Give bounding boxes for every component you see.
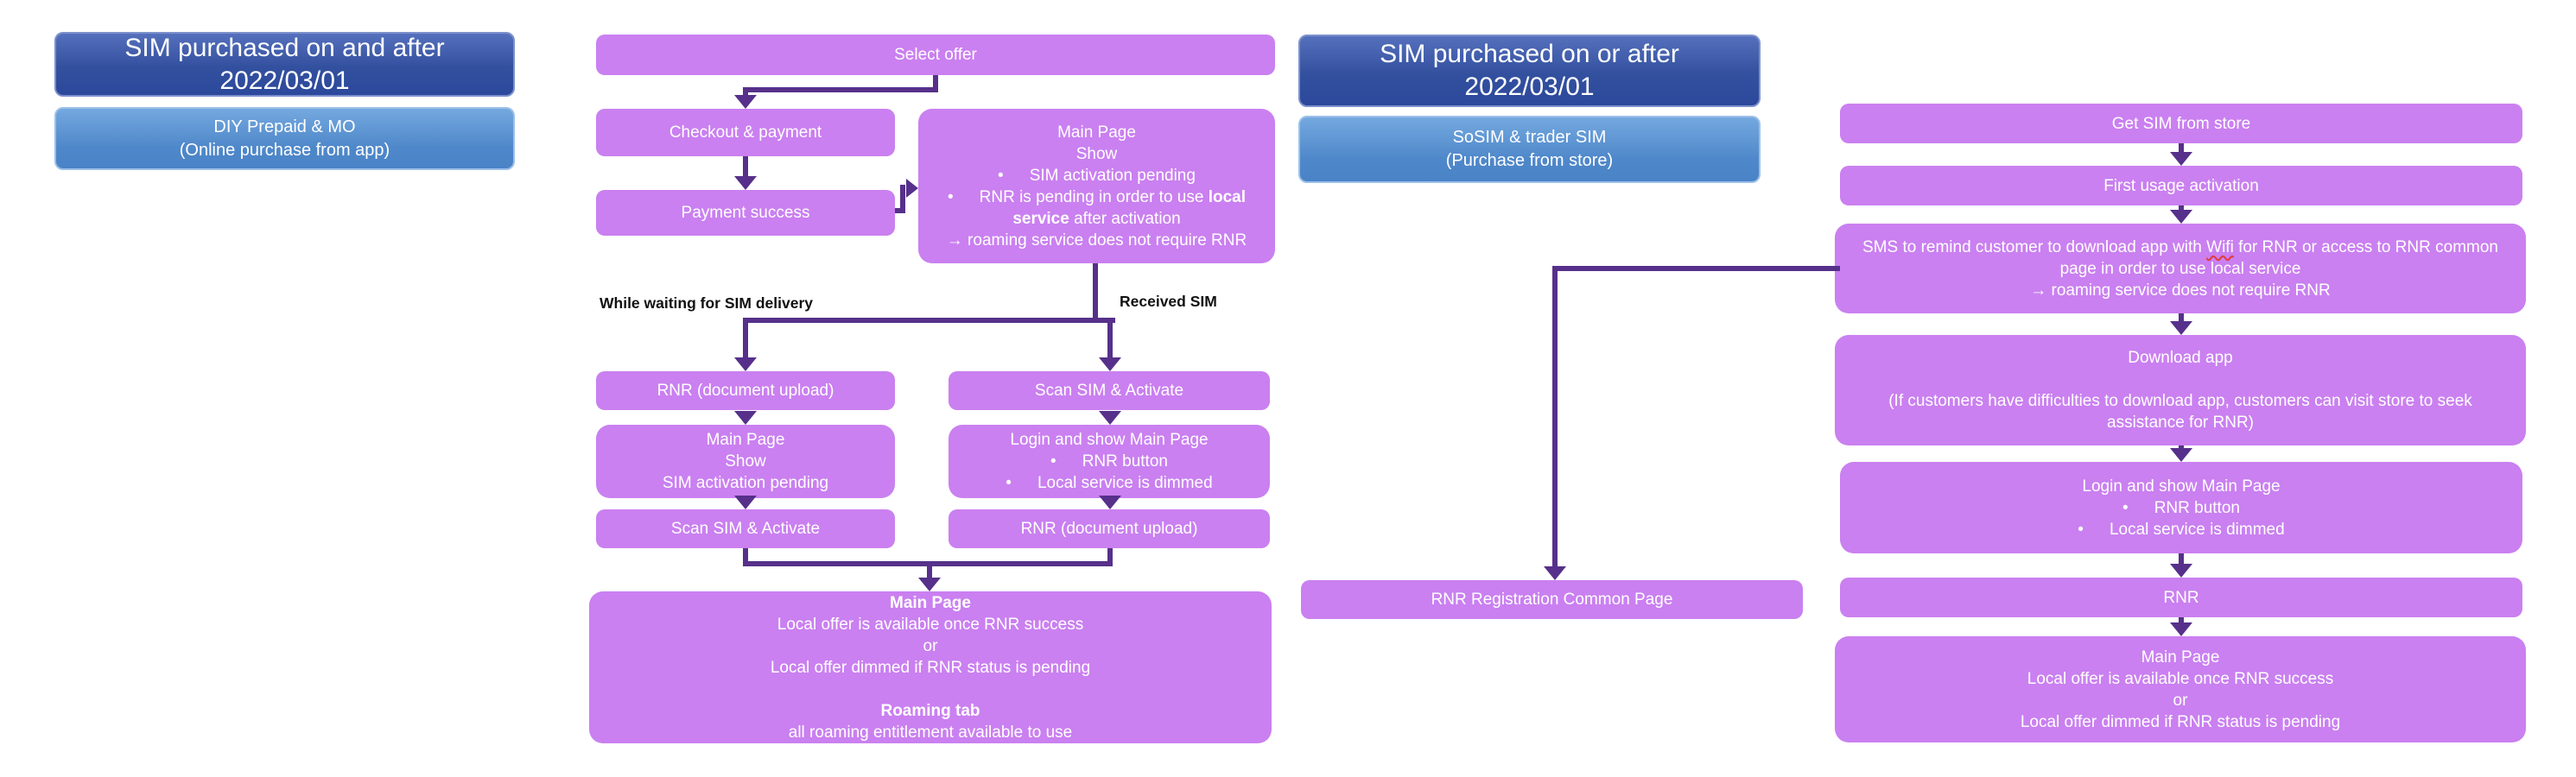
arrowhead-to-checkout	[734, 95, 757, 109]
connector-merge-drop	[927, 564, 932, 578]
connector-payment-elbow-v	[900, 185, 905, 213]
bullet-glyph: •	[947, 187, 954, 206]
bullet-glyph: •	[998, 166, 1004, 185]
connector-select-offer-elbow	[743, 87, 938, 92]
arrowhead-to-login-2	[2170, 448, 2192, 462]
connector-sms-to-common-h	[1552, 266, 1840, 271]
arrowhead-to-download-app	[2170, 321, 2192, 335]
box-sms-remind-download-app: SMS to remind customer to download app w…	[1835, 224, 2526, 313]
connector-download-login	[2179, 445, 2184, 450]
arrowhead-to-scan-activate-right	[1099, 357, 1121, 371]
connector-login-rnr	[2179, 553, 2184, 565]
arrowhead-to-merged-box	[918, 578, 941, 591]
box-rnr-document-upload-right: RNR (document upload)	[949, 509, 1270, 548]
label-received-sim: Received SIM	[1120, 293, 1217, 310]
box-download-app: Download app (If customers have difficul…	[1835, 335, 2526, 445]
box-payment-success: Payment success	[596, 190, 895, 236]
arrowhead-to-first-usage	[2170, 152, 2192, 166]
bullet-glyph: •	[2078, 520, 2084, 539]
box-get-sim-from-store: Get SIM from store	[1840, 104, 2522, 143]
box-scan-sim-activate-left: Scan SIM & Activate	[596, 509, 895, 548]
box-first-usage-activation: First usage activation	[1840, 166, 2522, 205]
connector-checkout-to-payment	[743, 156, 748, 178]
box-login-show-main-page-2: Login and show Main Page•RNR button•Loca…	[1840, 462, 2522, 553]
arrowhead-left-row1-row2	[734, 411, 757, 425]
box-scan-sim-activate-right: Scan SIM & Activate	[949, 371, 1270, 410]
arrowhead-to-main-page-final	[2170, 622, 2192, 636]
arrowhead-to-rnr-upload-left	[734, 357, 757, 371]
arrowhead-to-rnr	[2170, 564, 2192, 578]
arrowhead-right-row1-row2	[1099, 411, 1121, 425]
connector-split-rail	[743, 318, 1115, 323]
connector-merge-left-v	[743, 548, 748, 564]
connector-split-left-drop	[743, 318, 748, 358]
bullet-glyph: •	[1006, 474, 1012, 492]
arrowhead-to-main-page-show	[906, 179, 918, 198]
connector-sms-to-common-v	[1552, 266, 1558, 566]
connector-firstusage-sms	[2179, 205, 2184, 212]
box-rnr-registration-common-page: RNR Registration Common Page	[1301, 580, 1803, 619]
arrowhead-to-payment-success	[734, 176, 757, 190]
bullet-glyph: •	[1050, 452, 1056, 471]
connector-sms-download	[2179, 313, 2184, 323]
arrowhead-left-row2-row3	[734, 496, 757, 509]
bullet-glyph: •	[2122, 498, 2129, 517]
connector-getsim-firstusage	[2179, 143, 2184, 154]
arrowhead-to-rnr-common-page	[1544, 566, 1566, 580]
arrowhead-right-row2-row3	[1099, 496, 1121, 509]
box-select-offer: Select offer	[596, 35, 1275, 75]
box-checkout-payment: Checkout & payment	[596, 109, 895, 156]
connector-split-right-drop	[1107, 318, 1113, 358]
flow1-header-subtitle: DIY Prepaid & MO(Online purchase from ap…	[54, 107, 515, 170]
box-login-show-main-page: Login and show Main Page•RNR button•Loca…	[949, 425, 1270, 498]
connector-rnr-mainpage	[2179, 617, 2184, 624]
label-while-waiting-sim-delivery: While waiting for SIM delivery	[600, 294, 813, 312]
flow2-header-subtitle: SoSIM & trader SIM(Purchase from store)	[1298, 116, 1761, 183]
connector-main-page-show-feed	[1093, 263, 1098, 320]
arrowhead-to-sms	[2170, 210, 2192, 224]
connector-merge-right-v	[1107, 548, 1113, 564]
box-rnr-document-upload-left: RNR (document upload)	[596, 371, 895, 410]
connector-select-offer-stem	[743, 87, 748, 97]
connector-select-offer-drop	[933, 75, 938, 87]
box-rnr: RNR	[1840, 578, 2522, 617]
